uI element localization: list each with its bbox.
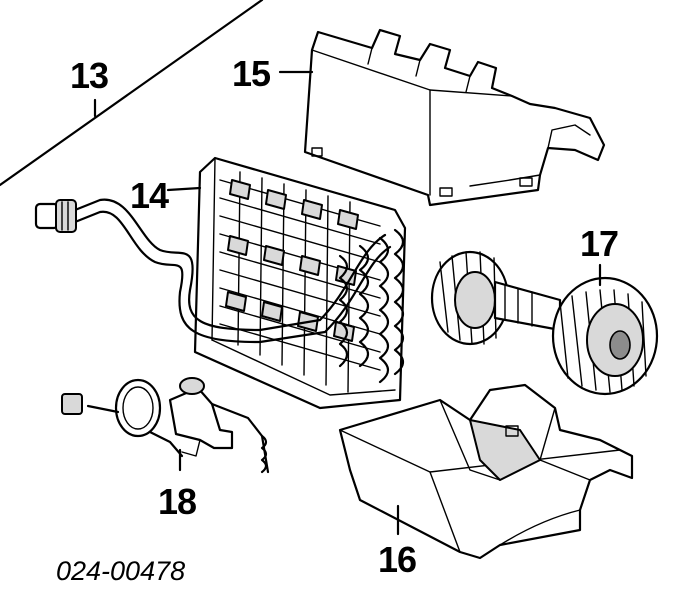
callout-14: 14 [130,175,169,216]
drawing-code: 024-00478 [56,556,186,586]
callout-18: 18 [158,481,197,522]
lower-case-16 [338,383,634,560]
upper-case-15 [278,28,606,207]
assembly-boundary-outline [0,0,264,187]
blower-motor-17 [430,250,659,396]
pipe-fitting [34,199,77,233]
callout-15: 15 [232,53,271,94]
thermostat-sensor-18 [61,377,270,474]
callout-17: 17 [580,223,619,264]
callout-13: 13 [70,55,109,96]
callout-16: 16 [378,539,417,580]
evaporator-return-bends [338,228,405,384]
refrigerant-pipe [68,198,392,344]
evaporator-core-14 [34,156,407,410]
